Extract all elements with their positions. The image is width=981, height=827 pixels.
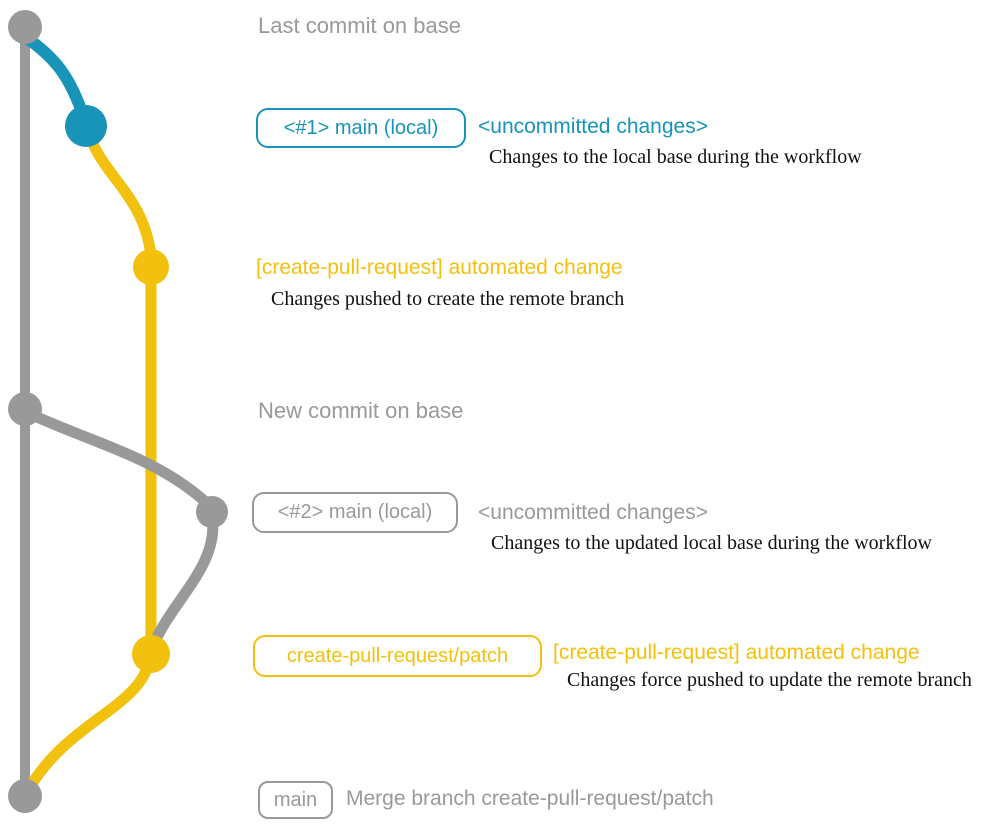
new-commit-label: New commit on base [258,398,464,423]
branch-label-main: main [258,781,333,819]
local-branch-edge-2 [22,407,217,513]
automated-change-desc-1: Changes pushed to create the remote bran… [271,288,625,310]
automated-change-heading-1: [create-pull-request] automated change [256,256,623,279]
uncommitted-changes-heading-1: <uncommitted changes> [478,115,708,138]
commit-dot-last-base [8,10,42,44]
branch-label-patch-text: create-pull-request/patch [286,644,509,667]
commit-dot-push-1 [133,249,169,285]
commit-graph [8,10,228,813]
branch-label-main-text: main [273,788,318,811]
branch-label-main-local-1: <#1> main (local) [256,108,466,148]
merge-commit-message: Merge branch create-pull-request/patch [346,787,714,810]
local-branch-edge-3 [147,510,219,652]
last-commit-label: Last commit on base [258,13,461,38]
uncommitted-changes-heading-2: <uncommitted changes> [478,501,708,524]
branch-label-main-local-1-text: <#1> main (local) [283,116,439,139]
commit-dot-push-2 [132,635,170,673]
automated-change-heading-2: [create-pull-request] automated change [553,641,920,664]
local-branch-edge-1 [21,32,90,124]
commit-dot-local-1 [65,105,107,147]
branch-label-main-local-2: <#2> main (local) [252,492,458,533]
commit-dot-local-2 [196,496,228,528]
commit-dot-new-base [8,392,42,426]
branch-label-main-local-2-text: <#2> main (local) [277,501,433,523]
branch-label-patch: create-pull-request/patch [253,635,542,677]
uncommitted-changes-desc-1: Changes to the local base during the wor… [489,146,862,168]
uncommitted-changes-desc-2: Changes to the updated local base during… [491,532,932,554]
commit-dot-merge [8,779,42,813]
automated-change-desc-2: Changes force pushed to update the remot… [567,669,972,691]
